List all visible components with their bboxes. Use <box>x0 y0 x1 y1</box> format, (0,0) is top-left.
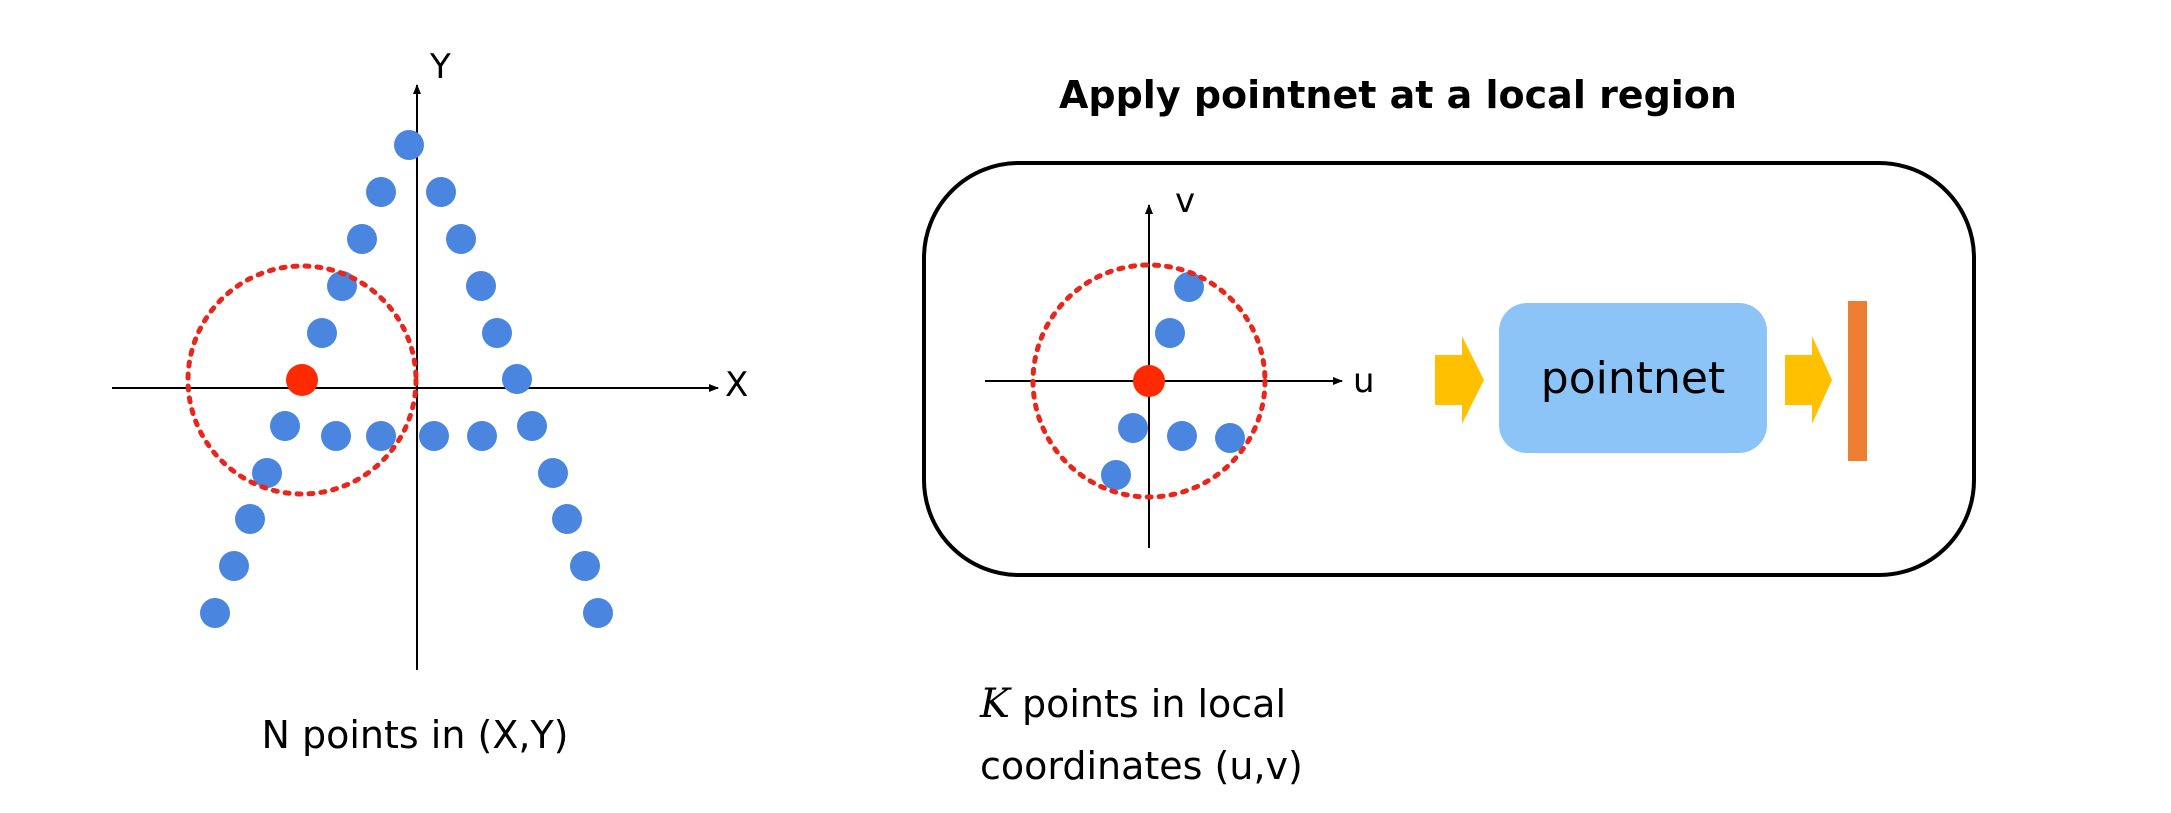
caption-text-line1: points in local <box>1010 682 1286 726</box>
point <box>552 504 582 534</box>
point <box>394 130 424 160</box>
local-point <box>1215 423 1245 453</box>
point <box>366 421 396 451</box>
left-caption: N points in (X,Y) <box>262 713 569 757</box>
local-point <box>1118 413 1148 443</box>
u-axis-label: u <box>1353 361 1375 401</box>
point <box>446 224 476 254</box>
point <box>502 364 532 394</box>
output-arrow <box>1785 336 1832 424</box>
right-caption-line1: K points in local <box>979 681 1286 727</box>
point <box>482 318 512 348</box>
point <box>426 177 456 207</box>
point <box>583 598 613 628</box>
point <box>419 421 449 451</box>
pointnet-block <box>1499 303 1767 453</box>
local-region-box <box>922 161 1976 577</box>
center-point <box>286 364 318 396</box>
point <box>307 318 337 348</box>
point <box>235 504 265 534</box>
right-caption-line2: coordinates (u,v) <box>980 744 1303 788</box>
point <box>538 458 568 488</box>
local-neighborhood-circle <box>1030 262 1268 500</box>
local-point <box>1167 421 1197 451</box>
point <box>200 598 230 628</box>
point <box>347 224 377 254</box>
right-point-group <box>1101 272 1245 490</box>
left-point-group <box>200 130 613 628</box>
point <box>219 551 249 581</box>
caption-symbol-k: K <box>979 681 1012 727</box>
right-title: Apply pointnet at a local region <box>1059 73 1737 117</box>
pointnet-block-label: pointnet <box>1541 353 1725 404</box>
point <box>321 421 351 451</box>
neighborhood-circle <box>185 263 419 497</box>
local-point <box>1101 460 1131 490</box>
point <box>270 411 300 441</box>
v-axis-label: v <box>1175 181 1195 221</box>
local-point <box>1174 272 1204 302</box>
point <box>467 421 497 451</box>
point <box>466 271 496 301</box>
local-center-point <box>1133 365 1165 397</box>
point <box>570 551 600 581</box>
input-arrow <box>1435 336 1484 424</box>
point <box>366 177 396 207</box>
local-point <box>1155 318 1185 348</box>
x-axis-label: X <box>725 365 748 405</box>
right-panel: Apply pointnet at a local region v u poi… <box>922 73 1976 788</box>
y-axis-label: Y <box>429 47 451 87</box>
output-feature-bar <box>1848 301 1867 461</box>
point <box>252 458 282 488</box>
left-panel: Y X N points in (X,Y) <box>112 47 748 757</box>
point <box>517 411 547 441</box>
